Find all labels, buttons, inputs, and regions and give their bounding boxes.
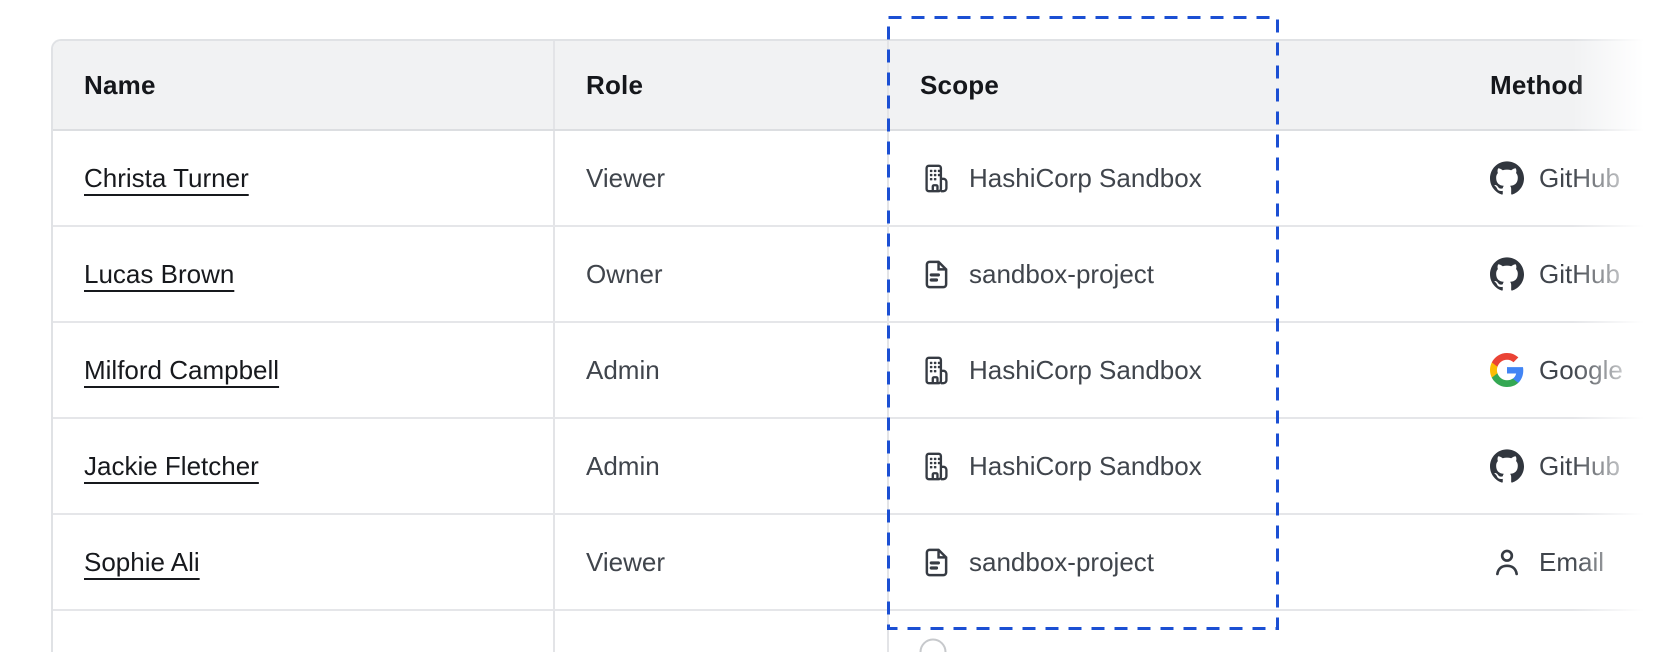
method-cell: Google [1456,323,1672,417]
column-label-role: Role [586,69,644,100]
method-cell [1456,611,1672,652]
method-value: GitHub [1539,162,1620,193]
scope-value: HashiCorp Sandbox [969,354,1202,385]
member-name-link[interactable]: Christa Turner [84,162,249,193]
method-value: GitHub [1539,450,1620,481]
table-row: Christa Turner Viewer [53,131,1672,227]
scope-value: HashiCorp Sandbox [969,162,1202,193]
user-icon [1490,545,1524,579]
scope-cell: sandbox-project [889,227,1456,321]
scope-cell: HashiCorp Sandbox [889,419,1456,513]
scope-cell [889,611,1456,652]
member-name-link[interactable]: Jackie Fletcher [84,450,259,481]
member-name-link[interactable]: Sophie Ali [84,546,200,577]
header-cell-method: Method [1456,41,1672,129]
role-cell: Viewer [555,131,889,225]
role-value: Viewer [586,162,666,193]
header-cell-role: Role [555,41,889,129]
member-name-link[interactable]: Milford Campbell [84,354,280,385]
organization-icon [920,162,953,195]
scope-value: HashiCorp Sandbox [969,450,1202,481]
method-cell: GitHub [1456,227,1672,321]
column-label-method: Method [1490,69,1584,100]
scope-cell: sandbox-project [889,515,1456,609]
header-cell-name: Name [53,41,555,129]
method-value: Google [1539,354,1623,385]
role-value: Owner [586,258,663,289]
table-row: Sophie Ali Viewer sandbox-project [53,515,1672,611]
role-cell [555,611,889,652]
method-cell: GitHub [1456,131,1672,225]
file-text-icon [920,546,953,579]
method-value: Email [1539,546,1605,577]
method-value: GitHub [1539,258,1620,289]
github-icon [1490,449,1524,483]
role-value: Viewer [586,546,666,577]
role-value: Admin [586,450,660,481]
table-row: Jackie Fletcher Admin [53,419,1672,515]
table-row-partial [53,611,1672,652]
column-label-name: Name [84,69,156,100]
scope-cell: HashiCorp Sandbox [889,323,1456,417]
file-text-icon [920,258,953,291]
organization-icon [920,450,953,483]
name-cell: Milford Campbell [53,323,555,417]
role-cell: Admin [555,419,889,513]
table-row: Milford Campbell Admin [53,323,1672,419]
scope-value: sandbox-project [969,546,1154,577]
members-table: Name Role Scope Method Christa Turner Vi… [51,39,1672,652]
method-cell: Email [1456,515,1672,609]
role-cell: Owner [555,227,889,321]
column-label-scope: Scope [920,69,1000,100]
role-cell: Viewer [555,515,889,609]
header-cell-scope: Scope [889,41,1456,129]
scope-cell: HashiCorp Sandbox [889,131,1456,225]
name-cell: Christa Turner [53,131,555,225]
scope-value: sandbox-project [969,258,1154,289]
method-cell: GitHub [1456,419,1672,513]
role-value: Admin [586,354,660,385]
partial-scope-icon [919,638,947,652]
name-cell: Jackie Fletcher [53,419,555,513]
google-icon [1490,353,1524,387]
name-cell: Sophie Ali [53,515,555,609]
table-header-row: Name Role Scope Method [53,41,1672,131]
role-cell: Admin [555,323,889,417]
table-row: Lucas Brown Owner sandbox-project [53,227,1672,323]
organization-icon [920,354,953,387]
name-cell [53,611,555,652]
github-icon [1490,257,1524,291]
member-name-link[interactable]: Lucas Brown [84,258,235,289]
github-icon [1490,161,1524,195]
name-cell: Lucas Brown [53,227,555,321]
